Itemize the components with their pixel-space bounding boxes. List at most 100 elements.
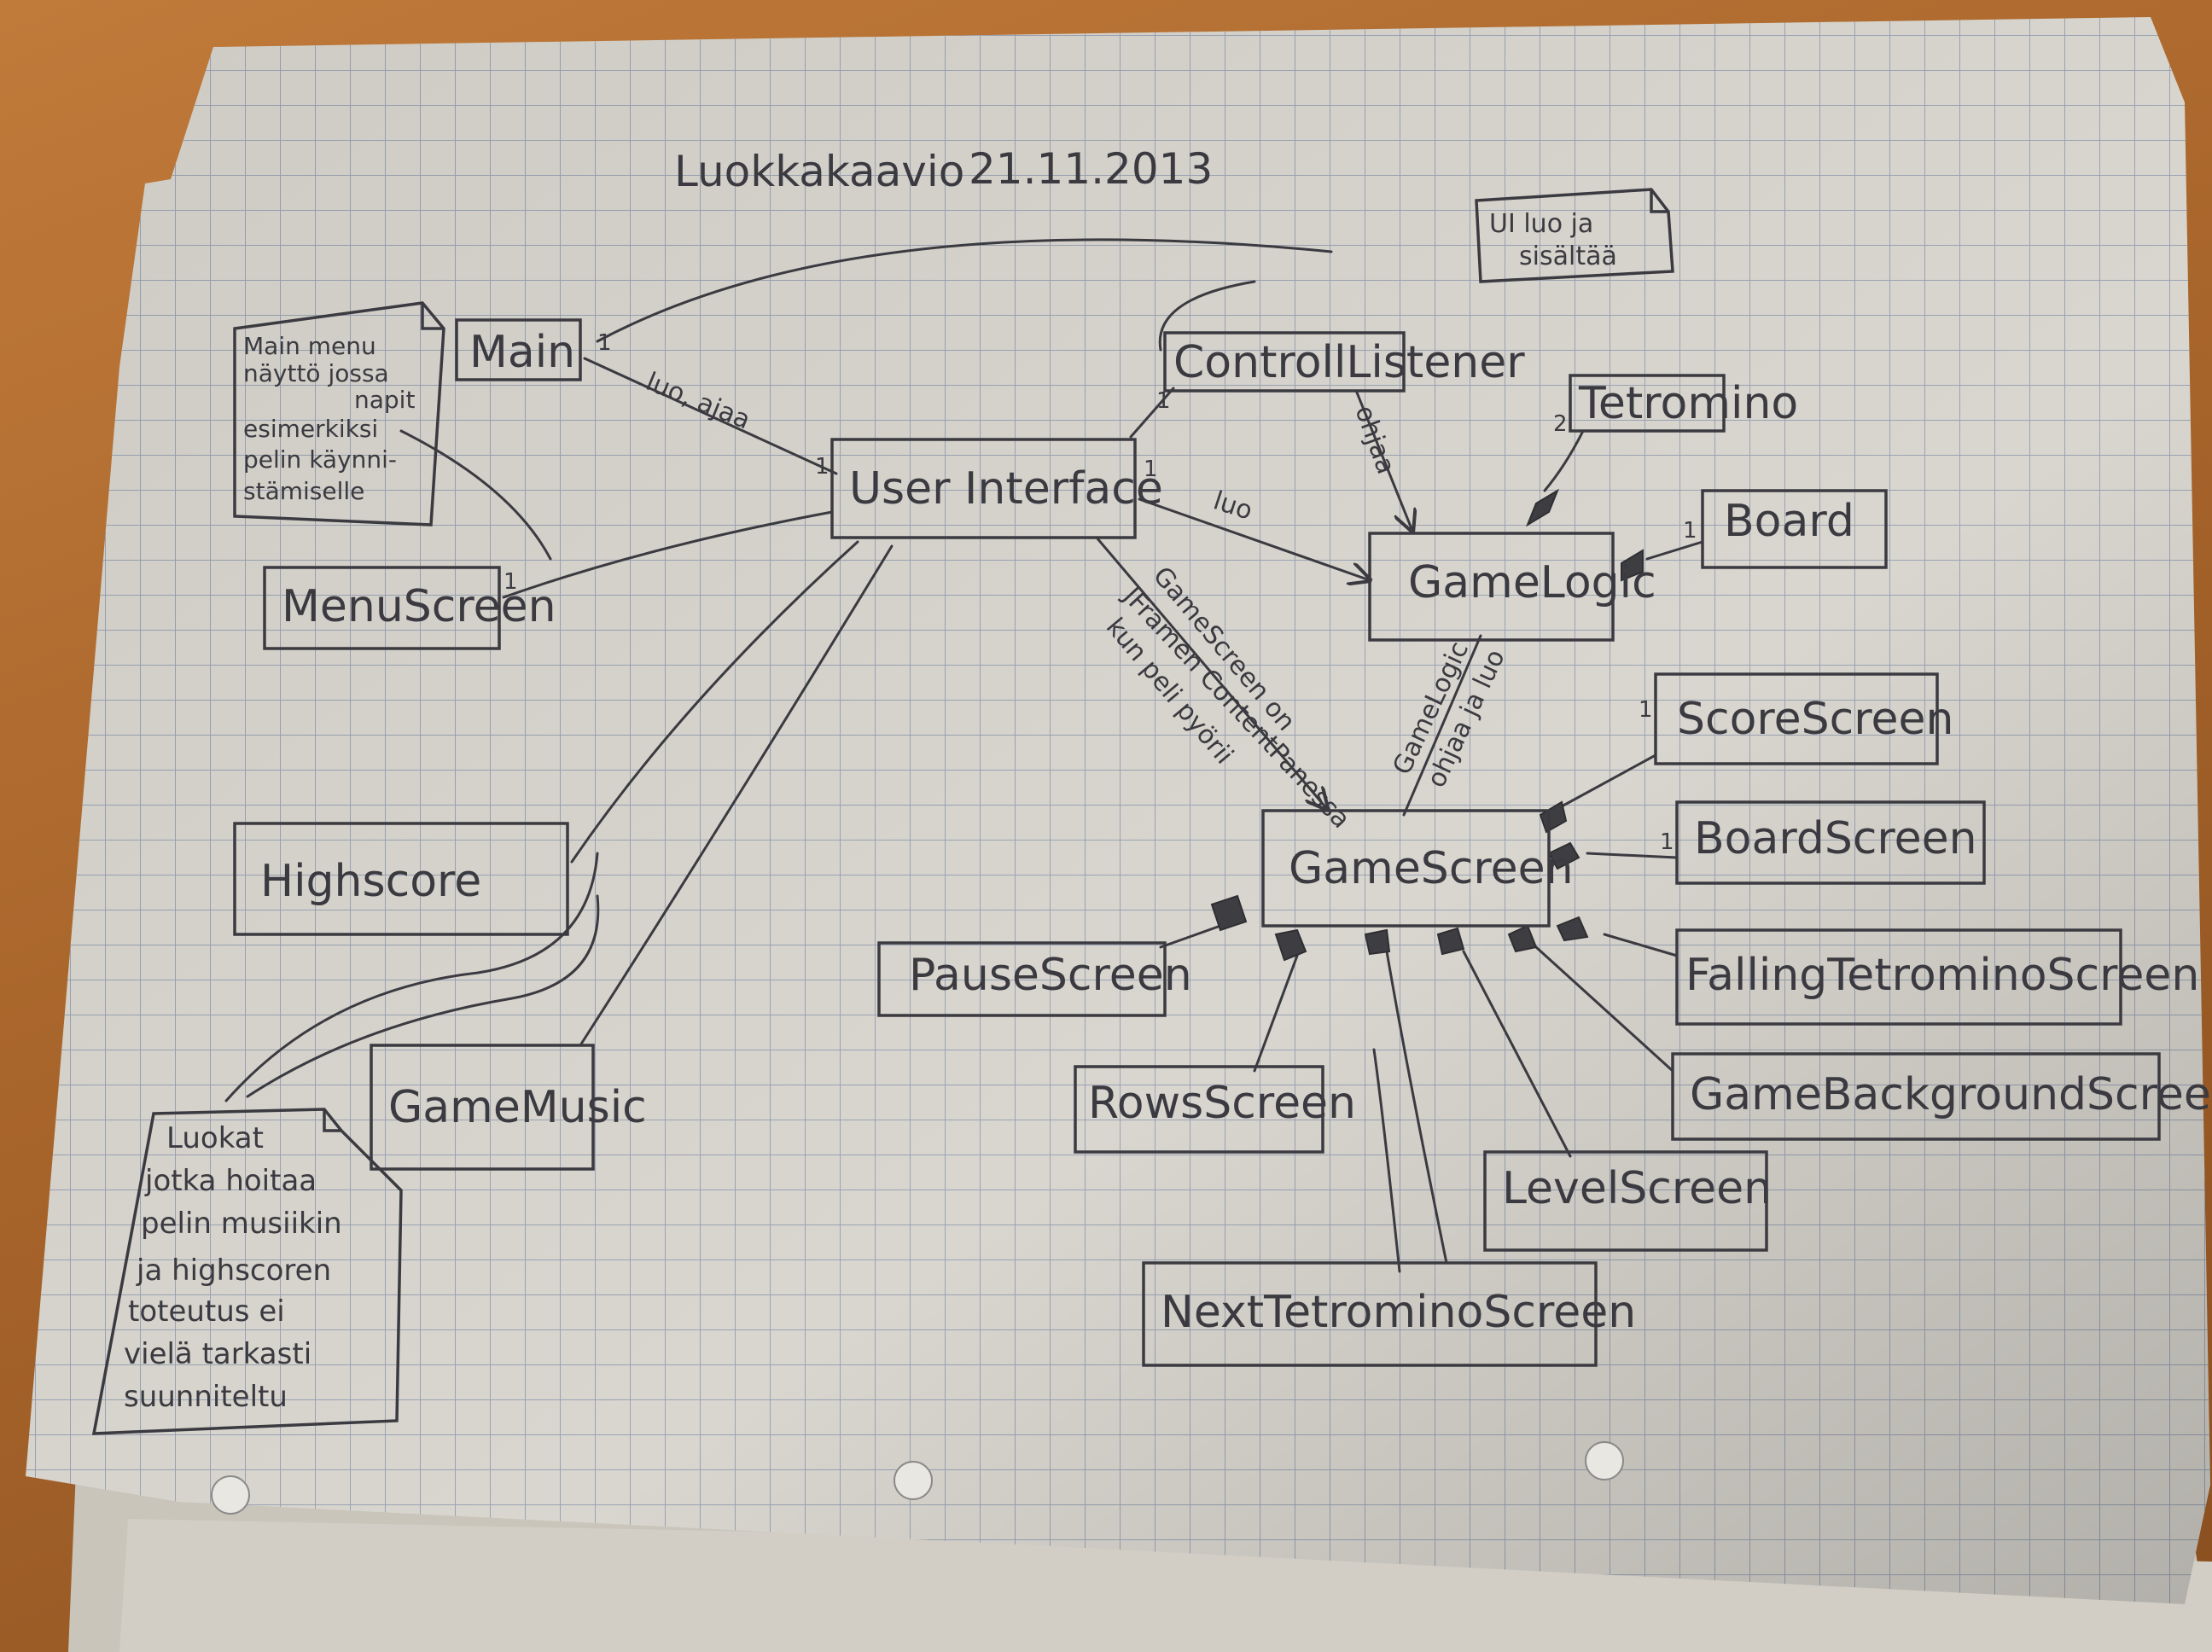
note-box-ui [1475,188,1674,283]
multiplicity-tetromino: 2 [1553,411,1568,437]
line-board-gamelogic [1645,540,1704,561]
diagram-title: Luokkakaavio [674,147,964,196]
line-ui-gamemusic [579,544,894,1047]
music-note-line-6: vielä tarkasti [124,1337,311,1371]
punch-hole [211,1475,250,1515]
multiplicity-boardscreen: 1 [1660,829,1674,855]
line-tetromino-gamelogic [1543,429,1585,492]
line-ui-gamelogic [1138,497,1370,580]
line-listener-uinote [1158,280,1256,352]
line-ui-highscore [570,540,859,864]
class-box-pausescreen [877,941,1167,1017]
label-highscore: Highscore [260,856,481,907]
multiplicity-main: 1 [597,330,612,356]
menu-note-line-1: Main menu [243,332,376,360]
label-rowsscreen: RowsScreen [1088,1078,1356,1129]
menu-note-line-4: esimerkiksi [243,415,378,443]
class-box-scorescreen [1654,672,1939,765]
music-note-line-5: toteutus ei [128,1294,285,1329]
line-main-ui [583,357,838,475]
diamond-tetromino [1525,488,1560,527]
class-box-next-tetromino-screen [1142,1261,1598,1367]
class-box-gamescreen [1261,809,1551,928]
label-gamemusic: GameMusic [388,1082,647,1133]
label-tetromino: Tetromino [1578,378,1798,429]
label-falling-tetromino-screen: FallingTetrominoScreen [1685,950,2199,1001]
class-box-menuscreen [263,566,501,650]
music-note-line-1: Luokat [166,1121,264,1155]
label-next-tetromino-screen: NextTetrominoScreen [1161,1287,1636,1338]
line-ui-menuscreen [502,510,834,599]
line-boardscreen-gamescreen [1586,852,1679,859]
class-box-gamemusic [370,1044,595,1171]
class-box-game-background-screen [1671,1052,2161,1141]
label-pausescreen: PauseScreen [909,950,1192,1001]
paper-shading [26,17,2210,1604]
label-user-interface: User Interface [849,463,1163,515]
line-next2-gamescreen [1372,1048,1401,1273]
multiplicity-listener: 1 [1156,388,1171,414]
menu-note-line-2: näyttö jossa [243,359,389,387]
line-next-gamescreen [1385,950,1448,1265]
diamond-falling [1556,916,1589,942]
music-note-line-3: pelin musiikin [141,1207,342,1241]
multiplicity-board: 1 [1683,518,1697,544]
line-menunote-menuscreen [399,429,552,561]
line-ui-gamescreen [1095,536,1327,809]
music-note-line-7: suunniteltu [124,1380,288,1414]
ui-note-line-2: sisältää [1519,241,1617,271]
class-box-controll-listener [1163,331,1406,393]
line-uinote-curve [596,238,1333,343]
diamond-scorescreen [1539,800,1568,834]
line-ui-listener [1129,387,1175,439]
label-game-background-screen: GameBackgroundScreen [1690,1069,2212,1120]
diamond-pause [1210,894,1248,932]
diamond-board [1621,549,1644,582]
menu-note-line-3: napit [354,386,415,414]
music-note-line-2: jotka hoitaa [144,1164,317,1198]
diamond-background [1507,924,1538,953]
class-box-falling-tetromino-screen [1675,928,2122,1026]
class-box-tetromino [1569,374,1726,433]
label-gamelogic: GameLogic [1408,557,1656,608]
line-falling-gamescreen [1603,933,1679,957]
diamond-boardscreen [1547,841,1580,870]
line-rows-gamescreen [1253,954,1299,1073]
multiplicity-scorescreen: 1 [1639,697,1653,723]
line-pause-gamescreen [1159,924,1222,949]
label-gamescreen: GameScreen [1289,843,1574,894]
ui-note-line-1: UI luo ja [1489,209,1593,239]
label-boardscreen: BoardScreen [1694,813,1977,864]
menu-note-line-5: pelin käynni- [243,445,397,474]
note-box-music [91,1108,403,1435]
class-box-main [455,318,582,381]
multiplicity-menuscreen: 1 [504,569,518,595]
class-box-gamelogic [1368,532,1615,642]
line-listener-gamelogic [1355,391,1412,531]
menu-note-line-6: stämiselle [243,477,364,505]
class-box-rowsscreen [1074,1065,1324,1154]
class-box-board [1701,489,1888,569]
label-board: Board [1724,496,1854,547]
note-box-menu [233,301,445,526]
music-note-line-4: ja highscoren [136,1254,331,1288]
diamond-level [1436,927,1465,956]
class-box-user-interface [830,438,1137,539]
diagram-date: 21.11.2013 [969,144,1213,194]
line-musicnote-gamemusic [246,894,600,1098]
label-menuscreen: MenuScreen [282,581,556,632]
label-main: Main [469,327,575,378]
punch-hole [894,1461,933,1500]
label-levelscreen: LevelScreen [1502,1163,1772,1214]
multiplicity-ui-right: 1 [1144,457,1158,482]
line-musicnote-highscore [224,852,599,1102]
line-scorescreen-gamescreen [1560,753,1657,808]
line-background-gamescreen [1534,945,1674,1073]
punch-hole [1585,1441,1624,1480]
class-box-levelscreen [1483,1150,1768,1252]
diamond-rows [1274,928,1307,962]
diamond-next [1364,928,1391,956]
line-level-gamescreen [1462,950,1572,1158]
multiplicity-ui-left: 1 [815,454,830,480]
